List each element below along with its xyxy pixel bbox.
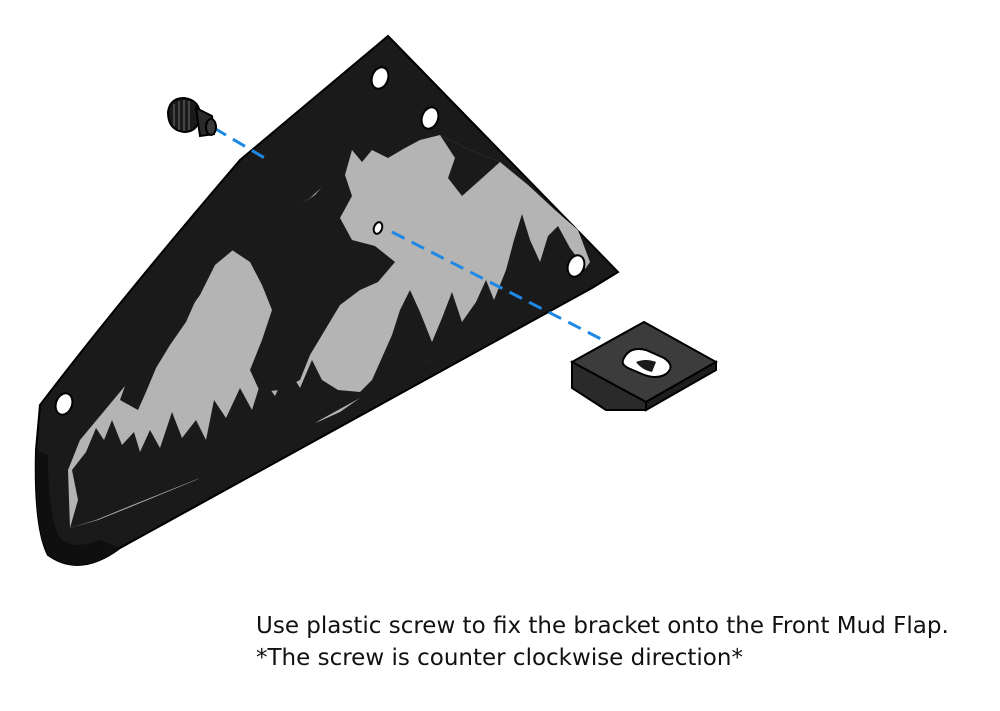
bracket-icon xyxy=(569,320,719,412)
screw-hole xyxy=(372,221,384,235)
mounting-hole xyxy=(420,106,440,130)
instruction-line-2: *The screw is counter clockwise directio… xyxy=(256,645,743,671)
instruction-line-1: Use plastic screw to fix the bracket ont… xyxy=(256,613,949,639)
bracket-front-lip xyxy=(571,360,647,411)
plastic-screw-icon xyxy=(166,96,217,138)
bracket-side xyxy=(645,360,717,412)
mountain-ridge xyxy=(120,150,395,410)
mountain-ridge-upper xyxy=(440,135,500,196)
screw-guide-line xyxy=(213,126,269,162)
mud-flap-icon xyxy=(34,34,620,566)
mounting-hole xyxy=(370,66,390,90)
mounting-holes xyxy=(54,66,586,416)
mounting-hole xyxy=(566,254,586,278)
forest-foreground xyxy=(70,214,590,528)
screw-tip xyxy=(205,118,217,136)
alignment-guides xyxy=(213,126,647,364)
bracket-guide-line xyxy=(391,230,647,364)
mounting-hole xyxy=(54,392,74,416)
bracket-slot-inner xyxy=(636,360,656,372)
mud-flap-bottom-edge xyxy=(35,450,120,565)
assembly-diagram xyxy=(34,34,719,566)
